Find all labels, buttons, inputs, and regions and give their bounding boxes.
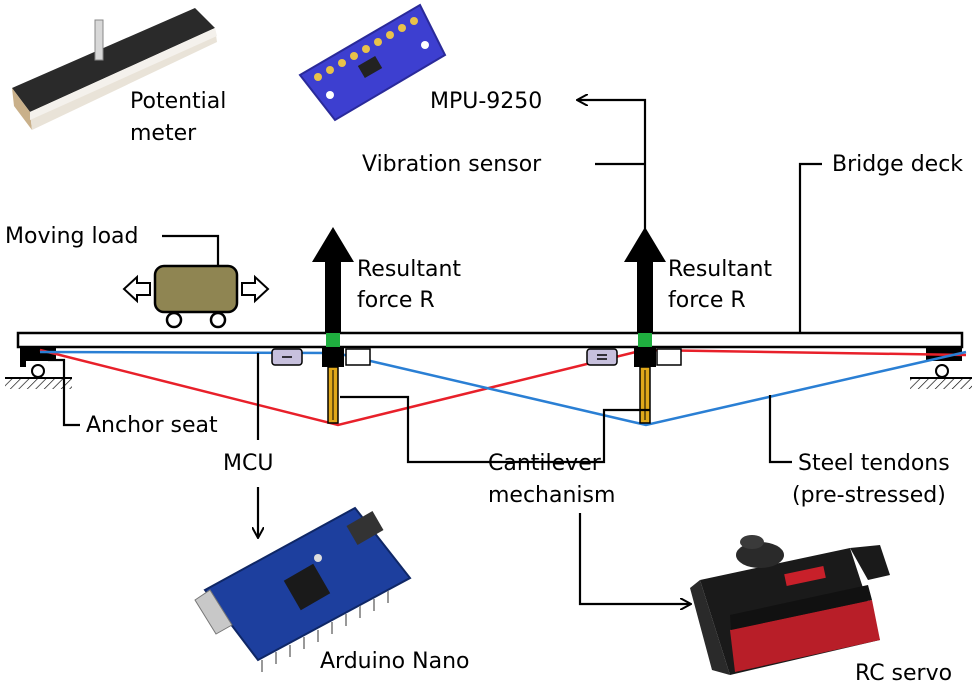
steel-tendon-blue: [39, 350, 967, 427]
mpu-connector-line: [578, 100, 647, 233]
resultant-force-left-line1: Resultant: [357, 257, 461, 282]
cantilever-label-line2: mechanism: [488, 483, 615, 508]
bridge-deck-beam: [16, 331, 964, 349]
potential-meter-label-line2: meter: [130, 121, 197, 146]
moving-load-vehicle: [153, 264, 239, 329]
resultant-force-right-line2: force R: [668, 288, 746, 313]
cantilever-to-servo-arrow: [578, 513, 690, 604]
mpu-9250-label: MPU-9250: [430, 89, 542, 114]
bridge-deck-label: Bridge deck: [832, 152, 963, 177]
mcu-label: MCU: [223, 451, 273, 476]
anchor-seat-leader: [48, 358, 80, 427]
cantilever-mechanism-right: [586, 333, 682, 424]
cantilever-leader: [340, 395, 650, 464]
steel-tendon-red: [39, 348, 967, 427]
vibration-sensor-label: Vibration sensor: [362, 152, 542, 177]
moving-load-label: Moving load: [5, 224, 139, 249]
resultant-force-arrow-left: [312, 227, 354, 333]
resultant-force-right-line1: Resultant: [668, 257, 772, 282]
anchor-seat-label: Anchor seat: [86, 413, 218, 438]
rc-servo-image: [690, 535, 890, 675]
cantilever-mechanism-left: [271, 333, 371, 424]
steel-tendons-label-line2: (pre-stressed): [792, 483, 946, 508]
mpu-9250-board-image: [298, 3, 447, 122]
cantilever-label-line1: Cantilever: [488, 451, 602, 476]
steel-tendons-label-line1: Steel tendons: [798, 451, 950, 476]
potential-meter-image: [12, 8, 217, 130]
anchor-seat-left: [5, 347, 72, 389]
resultant-force-left-line2: force R: [357, 288, 435, 313]
arrow-right-icon: [241, 274, 270, 304]
moving-load-leader: [162, 234, 220, 266]
steel-tendons-leader: [768, 395, 792, 464]
bridge-deck-leader: [798, 162, 822, 333]
resultant-force-arrow-right: [624, 227, 666, 333]
arduino-nano-label: Arduino Nano: [320, 649, 469, 674]
potential-meter-label-line1: Potential: [130, 89, 226, 114]
arrow-left-icon: [122, 274, 151, 304]
arduino-nano-image: [194, 506, 412, 672]
rc-servo-label: RC servo: [855, 661, 952, 686]
